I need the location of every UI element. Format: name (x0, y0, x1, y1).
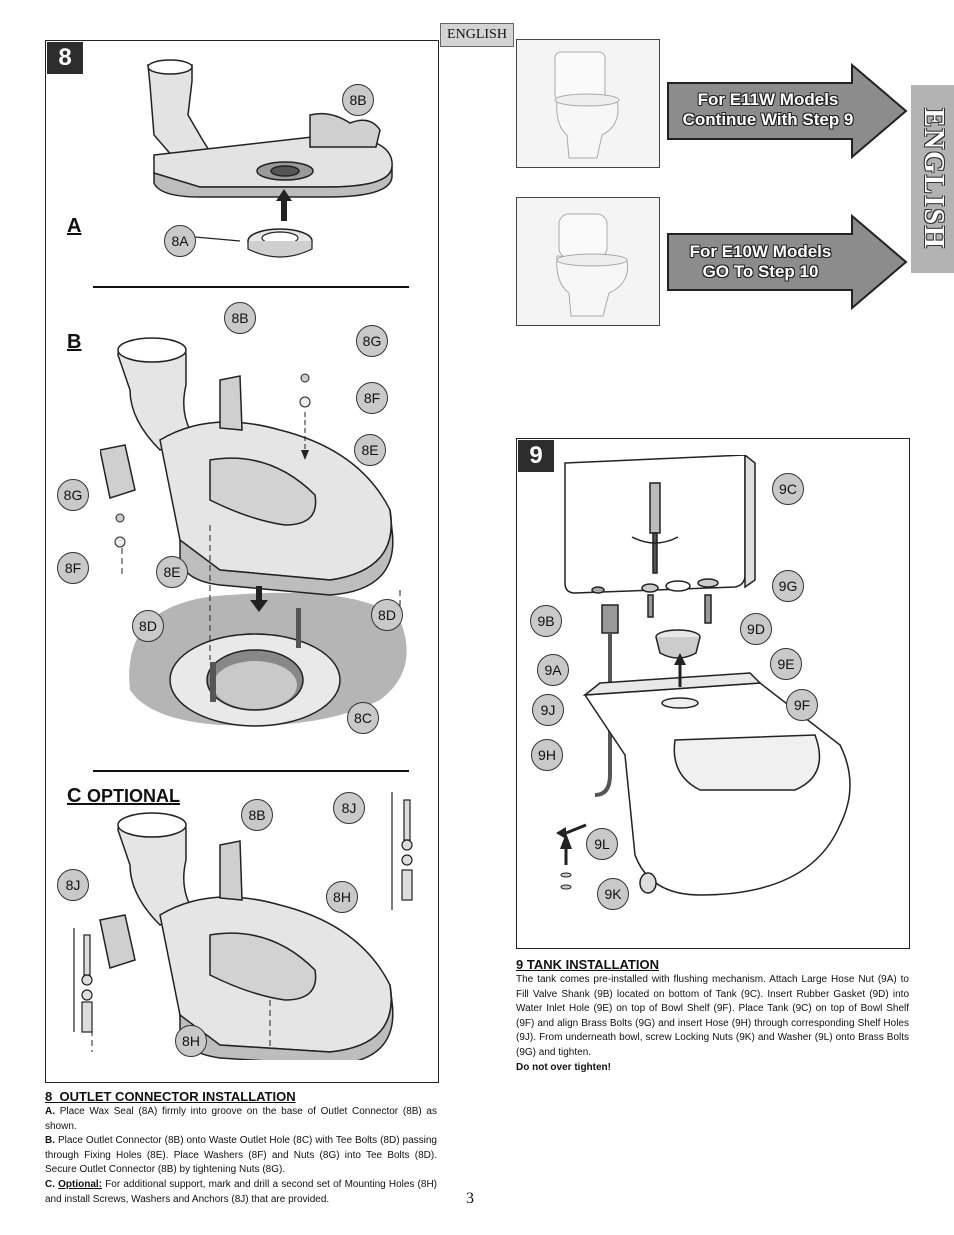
language-side-tab: ENGLISH (911, 85, 954, 273)
step-9-instructions: The tank comes pre-installed with flushi… (516, 973, 909, 1075)
outlet-connector-illustration-c (73, 792, 413, 1060)
step-9-number: 9 (518, 440, 554, 472)
step-9-title: 9 TANK INSTALLATION (516, 957, 659, 972)
step-8-b-label: B. (45, 1135, 55, 1147)
callout-9k: 9K (597, 878, 629, 910)
callout-8a: 8A (164, 225, 196, 257)
step-8-c-optional: Optional: (58, 1178, 103, 1190)
outlet-connector-illustration-b (100, 337, 407, 727)
step-8-number: 8 (47, 42, 83, 74)
callout-9d: 9D (740, 613, 772, 645)
callout-8b-a: 8B (342, 84, 374, 116)
side-tab-label: ENGLISH (917, 108, 949, 250)
e10w-arrow (667, 214, 908, 310)
page-number: 3 (466, 1190, 474, 1207)
callout-8c: 8C (347, 702, 379, 734)
callout-8f-left: 8F (57, 552, 89, 584)
language-tag: ENGLISH (440, 23, 514, 47)
step-8-title: 8 OUTLET CONNECTOR INSTALLATION (45, 1089, 296, 1104)
section-divider-ab (93, 286, 409, 288)
e11w-arrow (667, 63, 908, 159)
callout-9f: 9F (786, 689, 818, 721)
callout-9b: 9B (530, 605, 562, 637)
callout-9h: 9H (531, 739, 563, 771)
callout-8g-left: 8G (57, 479, 89, 511)
section-c-label: C OPTIONAL (67, 785, 180, 808)
callout-8e-left: 8E (156, 556, 188, 588)
tank-installation-illustration (556, 455, 851, 896)
step-9-text: The tank comes pre-installed with flushi… (516, 974, 909, 1058)
e11w-arrow-text: For E11W Models Continue With Step 9 (668, 90, 868, 130)
section-divider-bc (93, 770, 409, 772)
step-8-a-text: Place Wax Seal (8A) firmly into groove o… (45, 1106, 437, 1132)
e10w-toilet-image (556, 213, 629, 317)
callout-9e: 9E (770, 648, 802, 680)
step-8-b-text: Place Outlet Connector (8B) onto Waste O… (45, 1135, 437, 1176)
section-c-optional: OPTIONAL (87, 786, 181, 806)
e11w-line1: For E11W Models (697, 90, 839, 109)
e10w-line1: For E10W Models (689, 242, 832, 261)
step-8-c-label: C. (45, 1178, 55, 1190)
callout-8b-b: 8B (224, 302, 256, 334)
e10w-arrow-text: For E10W Models GO To Step 10 (668, 242, 853, 282)
callout-9a: 9A (537, 654, 569, 686)
section-c-letter: C (67, 785, 82, 807)
callout-8f-right: 8F (356, 382, 388, 414)
e10w-line2: GO To Step 10 (702, 262, 819, 281)
step-8-instructions: A. Place Wax Seal (8A) firmly into groov… (45, 1105, 437, 1207)
callout-9c: 9C (772, 473, 804, 505)
callout-8e-right: 8E (354, 434, 386, 466)
callout-8d-right: 8D (371, 599, 403, 631)
e10w-toilet-photo (516, 197, 660, 326)
section-a-label: A (67, 215, 82, 237)
callout-9l: 9L (586, 828, 618, 860)
section-b-label: B (67, 331, 82, 353)
callout-8d-left: 8D (132, 610, 164, 642)
e11w-toilet-photo (516, 39, 660, 168)
callout-8j-left: 8J (57, 869, 89, 901)
callout-8h-right: 8H (326, 881, 358, 913)
callout-8g-right: 8G (356, 325, 388, 357)
callout-9g: 9G (772, 570, 804, 602)
step-8-c-text: For additional support, mark and drill a… (45, 1178, 438, 1205)
callout-8j-right: 8J (333, 792, 365, 824)
step-9-warning: Do not over tighten! (516, 1061, 611, 1073)
e11w-toilet-image (554, 51, 620, 159)
e11w-line2: Continue With Step 9 (682, 110, 854, 129)
callout-8h-bottom: 8H (175, 1025, 207, 1057)
callout-9j: 9J (532, 694, 564, 726)
callout-8b-c: 8B (241, 799, 273, 831)
step-8-a-label: A. (45, 1106, 55, 1117)
